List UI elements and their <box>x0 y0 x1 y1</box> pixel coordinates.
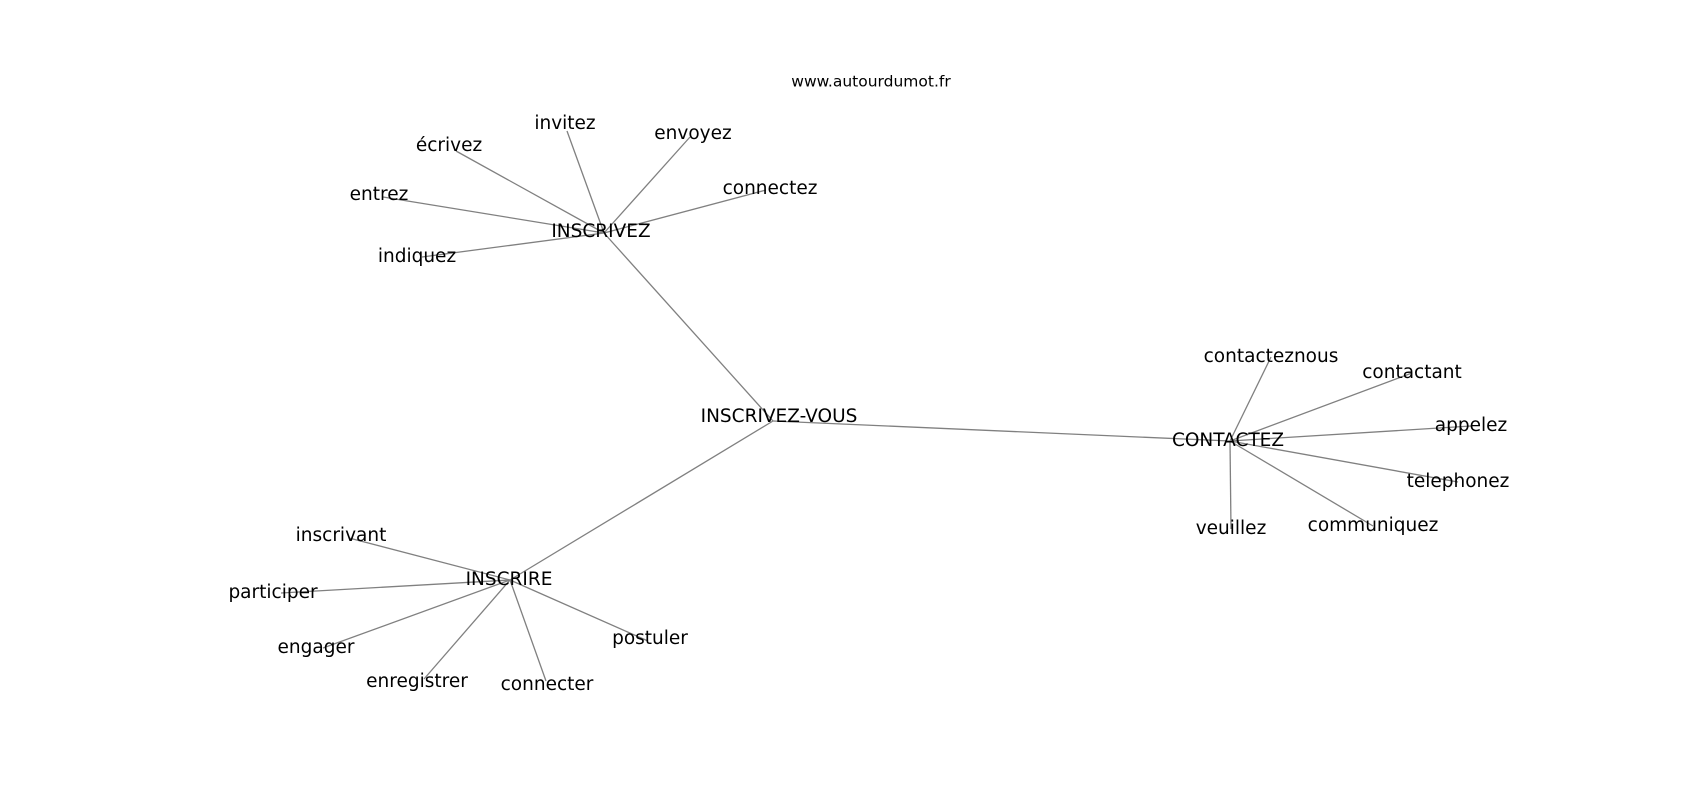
word-node-veuillez[interactable]: veuillez <box>1195 517 1267 539</box>
edge-inscrivez-to-envoyez <box>603 136 691 234</box>
word-node-telephonez[interactable]: telephonez <box>1406 470 1510 492</box>
word-node-ecrivez[interactable]: écrivez <box>415 134 483 156</box>
word-node-postuler[interactable]: postuler <box>612 627 688 649</box>
word-node-inscrivant[interactable]: inscrivant <box>295 524 387 546</box>
edge-contactez-to-telephonez <box>1229 440 1459 483</box>
edge-inscrire-to-participer <box>280 579 511 594</box>
word-node-entrez[interactable]: entrez <box>349 183 409 205</box>
word-node-invitez[interactable]: invitez <box>534 112 596 134</box>
edge-inscrire-to-postuler <box>509 579 649 642</box>
edge-inscrire-to-inscrivant <box>348 537 511 581</box>
edge-contactez-to-communiquez <box>1229 440 1374 527</box>
word-node-envoyez[interactable]: envoyez <box>654 122 732 144</box>
edge-inscrire-to-engager <box>322 579 511 649</box>
edge-center-to-inscrivez <box>603 232 774 422</box>
center-node-label[interactable]: INSCRIVEZ-VOUS <box>700 405 858 427</box>
edge-contactez-to-contacteznous <box>1229 356 1272 442</box>
word-node-engager[interactable]: engager <box>277 636 355 658</box>
hub-node-inscrivez[interactable]: INSCRIVEZ <box>551 220 651 242</box>
edge-inscrire-to-enregistrer <box>423 579 511 680</box>
edge-inscrivez-to-indiquez <box>421 232 605 258</box>
edge-inscrivez-to-ecrivez <box>455 150 605 234</box>
site-url[interactable]: www.autourdumot.fr <box>791 72 951 91</box>
edge-inscrivez-to-connectez <box>603 189 767 234</box>
edge-contactez-to-appelez <box>1229 425 1472 442</box>
edge-contactez-to-veuillez <box>1229 440 1232 530</box>
word-node-enregistrer[interactable]: enregistrer <box>366 670 468 692</box>
word-node-appelez[interactable]: appelez <box>1434 414 1508 436</box>
word-node-contactant[interactable]: contactant <box>1362 361 1462 383</box>
word-node-connecter[interactable]: connecter <box>500 673 594 695</box>
edge-center-to-contactez <box>772 420 1231 442</box>
edge-inscrivez-to-entrez <box>382 196 605 234</box>
edge-inscrire-to-connecter <box>509 579 547 682</box>
word-node-connectez[interactable]: connectez <box>722 177 818 199</box>
word-node-participer[interactable]: participer <box>228 581 318 603</box>
word-node-indiquez[interactable]: indiquez <box>377 245 457 267</box>
word-node-contacteznous[interactable]: contacteznous <box>1203 345 1339 367</box>
hub-node-contactez[interactable]: CONTACTEZ <box>1171 429 1285 451</box>
edge-center-to-inscrire <box>509 420 774 581</box>
hub-node-inscrire[interactable]: INSCRIRE <box>465 568 553 590</box>
edge-inscrivez-to-invitez <box>566 130 605 234</box>
word-node-communiquez[interactable]: communiquez <box>1307 514 1439 536</box>
edge-contactez-to-contactant <box>1229 372 1413 442</box>
